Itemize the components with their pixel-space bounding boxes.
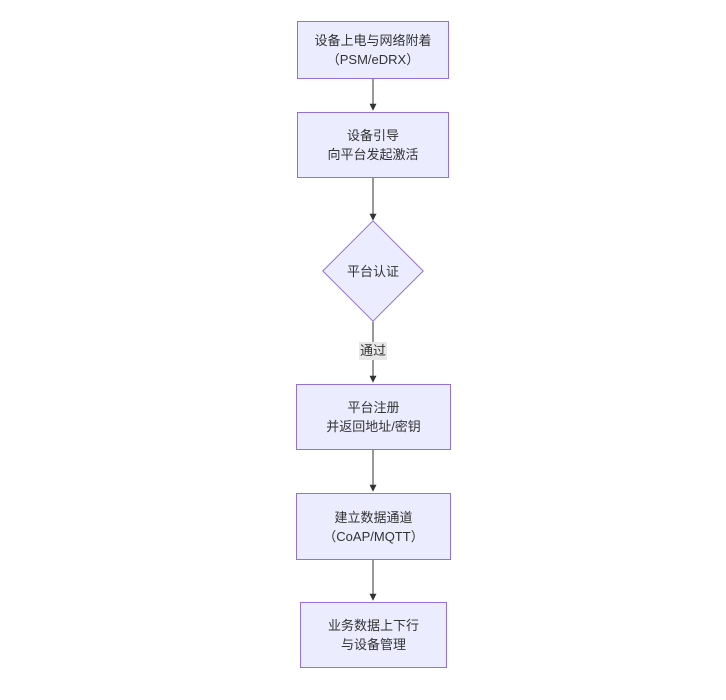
node-business-data: 业务数据上下行 与设备管理 <box>300 602 447 668</box>
node-power-network-attach-line2: （PSM/eDRX） <box>326 52 420 67</box>
node-platform-register-line1: 平台注册 <box>347 400 400 415</box>
node-business-data-line1: 业务数据上下行 <box>327 618 419 633</box>
edge-label-pass: 通过 <box>358 342 388 360</box>
node-power-network-attach-line1: 设备上电与网络附着 <box>314 33 432 48</box>
node-data-channel-line2: （CoAP/MQTT） <box>323 528 424 544</box>
node-device-bootstrap-line1: 设备引导 <box>346 128 399 143</box>
node-platform-register-line2: 并返回地址/密钥 <box>326 419 421 434</box>
node-device-bootstrap-line2: 向平台发起激活 <box>327 147 419 162</box>
node-platform-register: 平台注册 并返回地址/密钥 <box>296 384 451 450</box>
decision-platform-auth-label: 平台认证 <box>346 264 399 279</box>
node-data-channel: 建立数据通道 （CoAP/MQTT） <box>296 493 451 560</box>
node-power-network-attach: 设备上电与网络附着 （PSM/eDRX） <box>297 21 449 79</box>
node-business-data-line2: 与设备管理 <box>340 637 406 652</box>
node-device-bootstrap: 设备引导 向平台发起激活 <box>297 112 449 178</box>
node-data-channel-line1: 建立数据通道 <box>334 509 413 525</box>
